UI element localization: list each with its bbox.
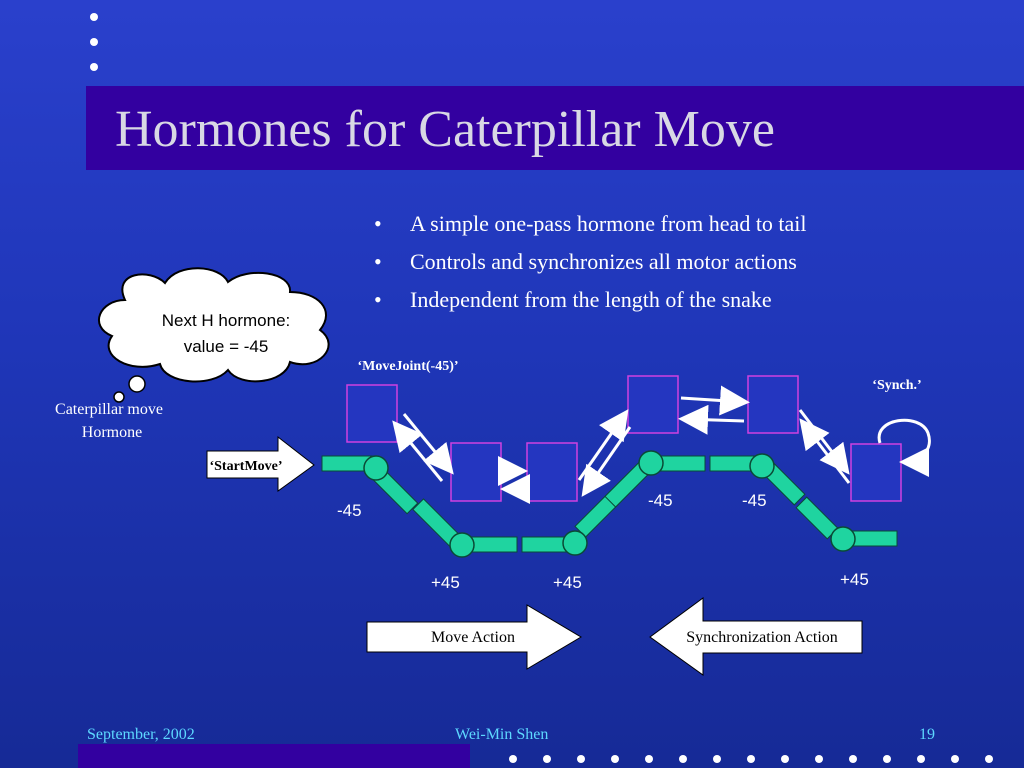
- arrow-back: [581, 426, 632, 497]
- snake-segment: [656, 455, 706, 472]
- module-box: [450, 442, 502, 502]
- message-arrows: [392, 385, 851, 504]
- module-box: [850, 443, 902, 502]
- angle-label: -45: [648, 491, 673, 510]
- cloud-shape: [98, 267, 330, 383]
- bullet-item: •Independent from the length of the snak…: [374, 287, 772, 312]
- title-bar: [86, 86, 1024, 170]
- thought-cloud: Next H hormone: value = -45: [98, 267, 330, 403]
- footer-dots: [509, 755, 993, 763]
- cloud-bubble: [128, 375, 146, 393]
- snake-body: [321, 455, 898, 553]
- cloud-bubble: [113, 391, 125, 403]
- arrow-back: [678, 404, 745, 435]
- module-boxes: [346, 375, 902, 502]
- arrow-forward: [798, 409, 850, 475]
- angle-label: -45: [337, 501, 362, 520]
- move-action-label: Move Action: [431, 629, 515, 646]
- cloud-text-line2: value = -45: [184, 337, 269, 356]
- snake-joint: [363, 455, 389, 481]
- synch-label: ‘Synch.’: [872, 378, 921, 393]
- angle-label: +45: [840, 570, 869, 589]
- angle-label: -45: [742, 491, 767, 510]
- synch-loop-arrow: [877, 418, 931, 477]
- snake-joint: [449, 532, 475, 558]
- move-action-arrow: Move Action: [366, 604, 582, 670]
- slide-title: Hormones for Caterpillar Move: [115, 101, 775, 158]
- footer-bar: [78, 744, 470, 768]
- angle-labels: -45 +45 +45 -45 -45 +45: [337, 491, 869, 592]
- hormone-label-line2: Hormone: [82, 424, 142, 441]
- bullet-list: •A simple one-pass hormone from head to …: [374, 205, 807, 319]
- cloud-text-line1: Next H hormone:: [162, 311, 291, 330]
- arrow-back: [392, 420, 444, 482]
- module-box: [627, 375, 679, 434]
- footer-page-number: 19: [919, 726, 935, 743]
- hormone-label-line1: Caterpillar move: [55, 401, 163, 418]
- sync-action-label: Synchronization Action: [686, 629, 838, 646]
- footer-author: Wei-Min Shen: [455, 726, 549, 743]
- arrow-back: [799, 418, 851, 484]
- start-move-arrow: ‘StartMove’: [206, 435, 315, 492]
- start-move-label: ‘StartMove’: [209, 459, 282, 474]
- snake-joint: [749, 453, 775, 479]
- angle-label: +45: [553, 573, 582, 592]
- footer-date: September, 2002: [87, 726, 195, 743]
- snake-segment: [795, 496, 839, 540]
- arrow-forward: [680, 385, 750, 416]
- snake-joint: [562, 530, 588, 556]
- bullet-item: •A simple one-pass hormone from head to …: [374, 211, 807, 236]
- module-box: [526, 442, 578, 502]
- bullet-item: •Controls and synchronizes all motor act…: [374, 249, 797, 274]
- snake-joint: [638, 450, 664, 476]
- snake-joint: [830, 526, 856, 552]
- module-box: [346, 384, 398, 443]
- angle-label: +45: [431, 573, 460, 592]
- snake-joints: [363, 450, 856, 558]
- sync-action-arrow: Synchronization Action: [649, 597, 863, 676]
- module-box: [747, 375, 799, 434]
- move-joint-label: ‘MoveJoint(-45)’: [357, 359, 458, 374]
- arrow-forward: [577, 409, 629, 481]
